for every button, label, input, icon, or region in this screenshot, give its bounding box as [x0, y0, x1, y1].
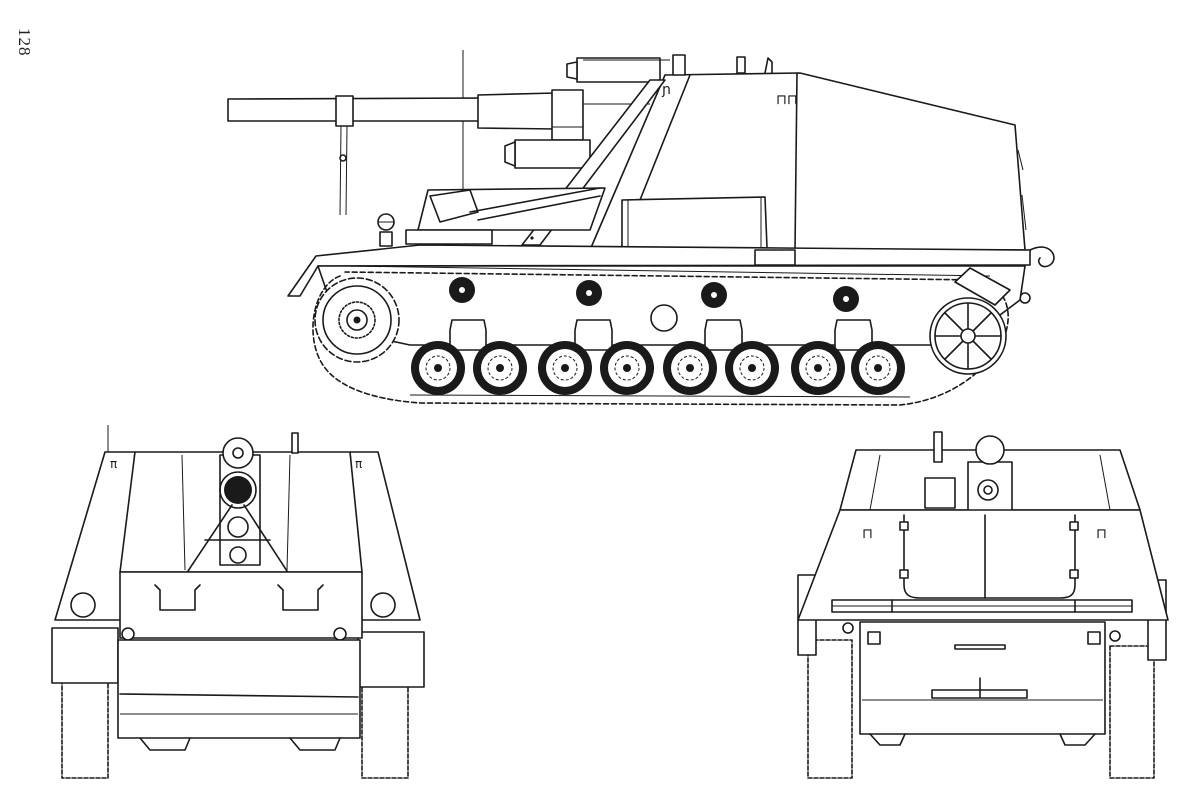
front-hull	[377, 187, 606, 247]
svg-text:⊓⊓: ⊓⊓	[776, 92, 798, 108]
front-view: π π	[51, 425, 425, 779]
side-view: ɲ ⊓⊓	[227, 50, 1055, 406]
gun-barrel	[227, 57, 670, 216]
track	[312, 265, 1009, 406]
drive-sprocket	[314, 277, 400, 363]
page-number: 128	[15, 28, 34, 57]
hull-hatch	[650, 304, 678, 332]
return-rollers	[449, 277, 859, 312]
suspension-bogies	[449, 319, 873, 351]
idler-wheel	[929, 267, 1011, 375]
fender	[287, 244, 1055, 304]
superstructure: ɲ ⊓⊓	[521, 54, 1027, 251]
svg-text:π: π	[110, 457, 117, 471]
lower-hull	[317, 265, 1026, 346]
svg-text:π: π	[355, 457, 362, 471]
svg-text:⊓: ⊓	[862, 526, 873, 542]
road-wheels	[411, 341, 905, 395]
svg-text:⊓: ⊓	[1096, 526, 1107, 542]
svg-text:ɲ: ɲ	[661, 82, 671, 98]
rear-view: ⊓ ⊓	[797, 431, 1169, 779]
